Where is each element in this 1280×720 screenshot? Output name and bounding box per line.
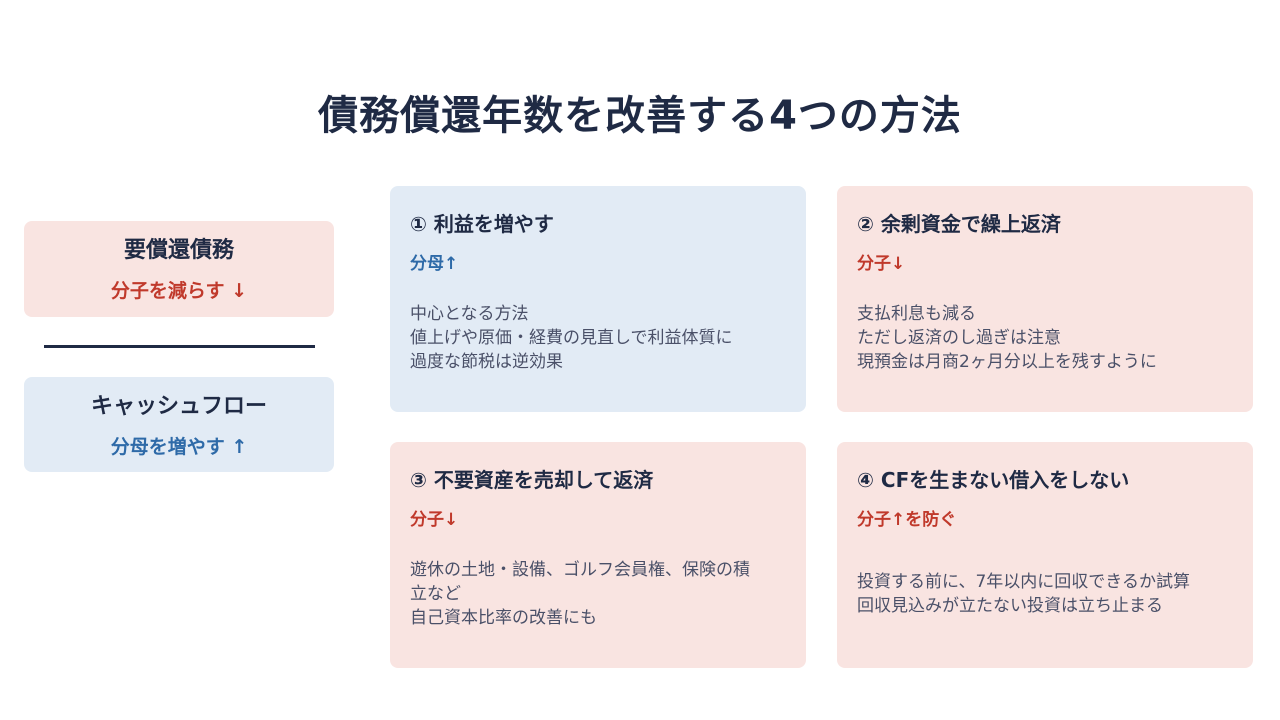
method-description: 投資する前に、7年以内に回収できるか試算 回収見込みが立たない投資は立ち止まる xyxy=(857,570,1233,618)
description-line: 値上げや原価・経費の見直しで利益体質に xyxy=(410,328,733,348)
description-line: 過度な節税は逆効果 xyxy=(410,352,563,372)
description-line: 投資する前に、7年以内に回収できるか試算 xyxy=(857,572,1190,592)
fraction-divider xyxy=(44,345,315,348)
description-line: 立など xyxy=(410,584,461,604)
method-title: ④ CFを生まない借入をしない xyxy=(857,468,1130,492)
method-card-sell-assets: ③ 不要資産を売却して返済 分子↓ 遊休の土地・設備、ゴルフ会員権、保険の積 立… xyxy=(390,442,806,668)
numerator-box: 要償還債務 分子を減らす ↓ xyxy=(24,221,334,317)
method-title: ② 余剰資金で繰上返済 xyxy=(857,212,1061,236)
numerator-action: 分子を減らす ↓ xyxy=(110,280,248,302)
method-description: 遊休の土地・設備、ゴルフ会員権、保険の積 立など 自己資本比率の改善にも xyxy=(410,558,786,630)
method-effect: 分子↑を防ぐ xyxy=(857,510,957,530)
description-line: 回収見込みが立たない投資は立ち止まる xyxy=(857,596,1163,616)
method-effect: 分母↑ xyxy=(410,254,459,274)
method-title: ③ 不要資産を売却して返済 xyxy=(410,468,654,492)
page-title: 債務償還年数を改善する4つの方法 xyxy=(318,92,962,139)
method-description: 支払利息も減る ただし返済のし過ぎは注意 現預金は月商2ヶ月分以上を残すように xyxy=(857,302,1233,374)
description-line: 現預金は月商2ヶ月分以上を残すように xyxy=(857,352,1157,372)
method-card-early-repayment: ② 余剰資金で繰上返済 分子↓ 支払利息も減る ただし返済のし過ぎは注意 現預金… xyxy=(837,186,1253,412)
description-line: 遊休の土地・設備、ゴルフ会員権、保険の積 xyxy=(410,560,750,580)
method-effect: 分子↓ xyxy=(857,254,906,274)
description-line: 中心となる方法 xyxy=(410,304,529,324)
method-effect: 分子↓ xyxy=(410,510,459,530)
denominator-label: キャッシュフロー xyxy=(90,394,267,419)
method-card-avoid-borrowing: ④ CFを生まない借入をしない 分子↑を防ぐ 投資する前に、7年以内に回収できる… xyxy=(837,442,1253,668)
description-line: ただし返済のし過ぎは注意 xyxy=(857,328,1061,348)
denominator-box: キャッシュフロー 分母を増やす ↑ xyxy=(24,377,334,472)
method-card-increase-profit: ① 利益を増やす 分母↑ 中心となる方法 値上げや原価・経費の見直しで利益体質に… xyxy=(390,186,806,412)
numerator-label: 要償還債務 xyxy=(123,238,234,263)
method-description: 中心となる方法 値上げや原価・経費の見直しで利益体質に 過度な節税は逆効果 xyxy=(410,302,786,374)
method-title: ① 利益を増やす xyxy=(410,212,554,236)
denominator-action: 分母を増やす ↑ xyxy=(110,436,248,458)
description-line: 支払利息も減る xyxy=(857,304,976,324)
description-line: 自己資本比率の改善にも xyxy=(410,608,597,628)
